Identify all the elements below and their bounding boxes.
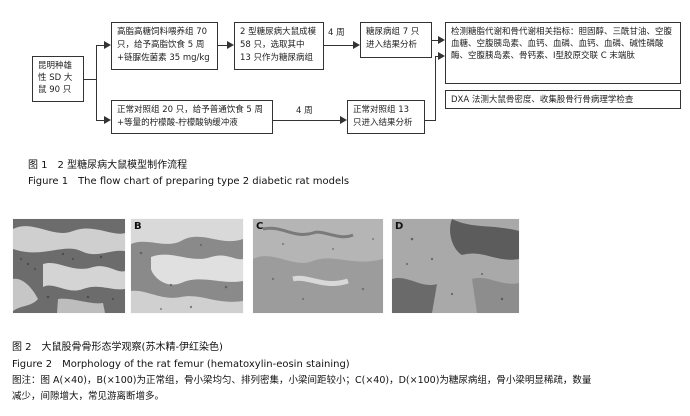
arrow-to-dm [353,41,360,49]
edge-label-weeks-bottom: 4 周 [296,106,313,116]
histology-image-b [131,219,243,313]
connector-final-up [435,56,436,121]
figure-1-caption-en: Figure 1 The flow chart of preparing typ… [28,176,350,187]
node-dxa-text: DXA 法测大鼠骨密度、收集股骨行骨病理学检查 [451,95,634,105]
histology-image-d [392,219,519,313]
connector-to-normal [96,120,104,121]
node-rats-text: 昆明种雄性 SD 大鼠 90 只 [38,61,73,95]
node-normal-final-text: 正常对照组 13 只进入结果分析 [353,105,413,128]
figure-2-note-line-2: 减少，间隙增大，常见游离断增多。 [12,391,165,402]
node-normal-text: 正常对照组 20 只，给予普通饮食 5 周+等量的柠檬酸-柠檬酸钠缓冲液 [117,105,264,128]
arrow-final-to-indicators [438,52,445,60]
node-dxa: DXA 法测大鼠骨密度、收集股骨行骨病理学检查 [445,90,681,109]
panel-label-d: D [395,221,404,232]
panel-label-b: B [134,221,142,232]
connector-normal-final [273,120,340,121]
node-normal-final: 正常对照组 13 只进入结果分析 [347,100,425,134]
figure-2-caption-en: Figure 2 Morphology of the rat femur (he… [12,359,350,370]
node-model: 2 型糖尿病大鼠成模 58 只，选取其中 13 只作为糖尿病组 [234,22,324,70]
arrow-to-model [227,41,234,49]
histology-panel-b: B [130,218,244,314]
connector-rats-out [84,79,96,80]
panel-label-c: C [256,221,264,232]
figure-2-caption-cn: 图 2 大鼠股骨骨形态学观察(苏木精-伊红染色) [12,342,223,353]
histology-panel-d: D [391,218,520,314]
figure-1-caption-cn: 图 1 2 型糖尿病大鼠模型制作流程 [28,160,188,171]
histology-image-c [253,219,383,313]
figure-2-note: 图注：图 A(×40)，B(×100)为正常组，骨小梁均匀、排列密集，小梁间距较… [12,373,682,405]
arrow-to-normal-final [340,116,347,124]
connector-to-hfd [96,45,104,46]
connector-hfd-model [218,45,227,46]
node-rats: 昆明种雄性 SD 大鼠 90 只 [32,56,84,102]
arrow-to-indicators [438,36,445,44]
node-dm-group: 糖尿病组 7 只进入结果分析 [360,22,432,58]
node-hfd-group: 高脂高糖饲料喂养组 70 只，给予高脂饮食 5 周+链脲佐菌素 35 mg/kg [111,22,218,70]
edge-label-weeks-top: 4 周 [328,28,345,38]
node-indicators-text: 检测糖脂代谢和骨代谢相关指标：胆固醇、三酰甘油、空腹血糖、空腹胰岛素、血钙、血磷… [451,27,673,61]
node-normal-group: 正常对照组 20 只，给予普通饮食 5 周+等量的柠檬酸-柠檬酸钠缓冲液 [111,100,273,134]
connector-model-dm [324,45,353,46]
node-indicators: 检测糖脂代谢和骨代谢相关指标：胆固醇、三酰甘油、空腹血糖、空腹胰岛素、血钙、血磷… [445,22,681,84]
histology-image-a [13,219,125,313]
arrow-to-hfd [104,41,111,49]
histology-panel-a [12,218,126,314]
figure-2-note-line-1: 图注：图 A(×40)，B(×100)为正常组，骨小梁均匀、排列密集，小梁间距较… [12,375,592,386]
node-dm-text: 糖尿病组 7 只进入结果分析 [366,27,420,50]
connector-final-indicators [425,120,435,121]
histology-panel-c: C [252,218,384,314]
connector-dm-indicators [432,40,438,41]
node-hfd-text: 高脂高糖饲料喂养组 70 只，给予高脂饮食 5 周+链脲佐菌素 35 mg/kg [117,27,210,63]
node-model-text: 2 型糖尿病大鼠成模 58 只，选取其中 13 只作为糖尿病组 [240,27,317,63]
connector-branch-vertical [96,45,97,120]
arrow-to-normal [104,116,111,124]
connector-final-to-indicators [435,56,438,57]
